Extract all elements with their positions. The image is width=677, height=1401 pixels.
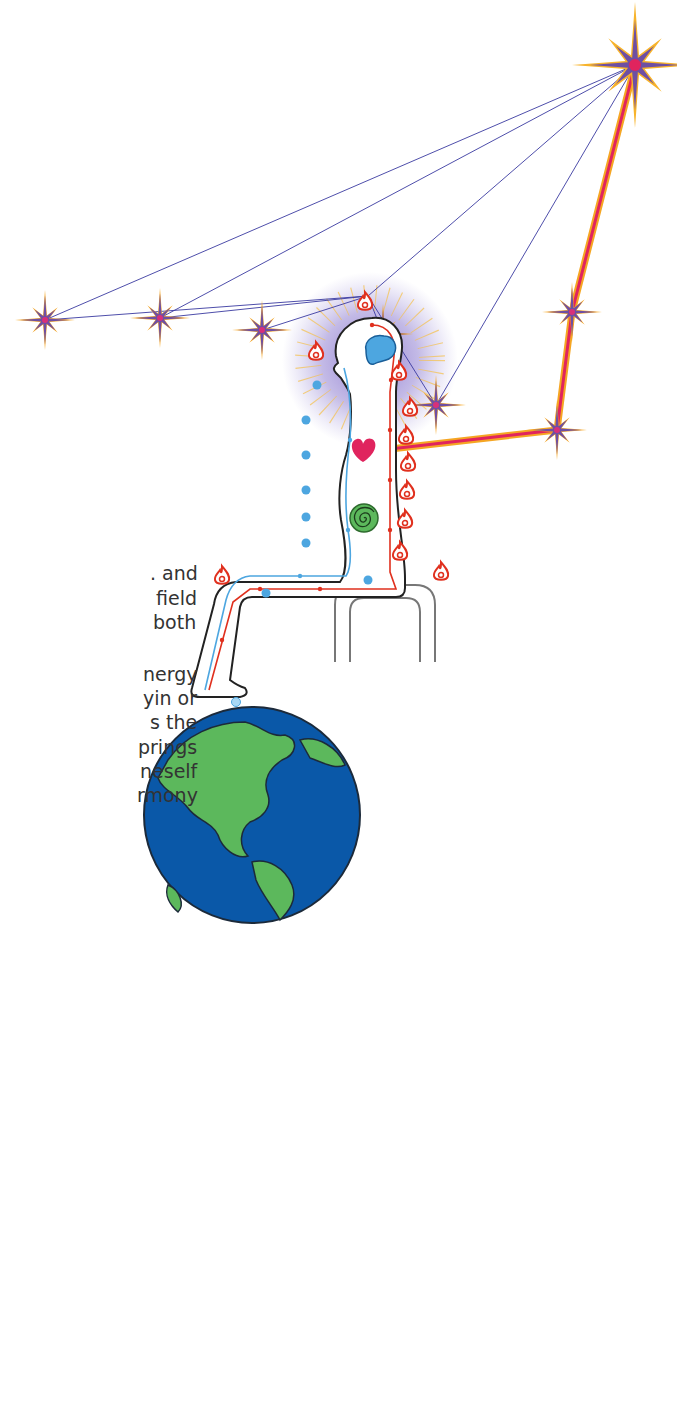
text-fragment: rmony (137, 783, 198, 807)
star (527, 400, 587, 460)
flames (215, 292, 448, 584)
red-points (220, 323, 393, 642)
text-fragment: nergy (143, 662, 198, 686)
brain (366, 336, 396, 365)
text-fragment: neself (140, 759, 197, 783)
text-fragment: prings (138, 735, 197, 759)
star (232, 300, 292, 360)
blue-channel (205, 368, 351, 690)
red-channel (209, 325, 396, 690)
light-beam-core (364, 65, 635, 452)
text-fragment: field (156, 586, 197, 610)
star (130, 288, 190, 348)
text-fragment: . and (150, 561, 198, 585)
big-star (572, 2, 677, 128)
heart (352, 438, 376, 462)
star (15, 290, 75, 350)
text-fragment: both (153, 610, 196, 634)
light-beam (364, 65, 635, 452)
star (542, 282, 602, 342)
person-outline (191, 318, 405, 697)
text-fragment: s the (150, 710, 197, 734)
text-fragment: yin or (143, 686, 197, 710)
blue-points (232, 381, 373, 707)
navel-spiral (350, 504, 378, 532)
